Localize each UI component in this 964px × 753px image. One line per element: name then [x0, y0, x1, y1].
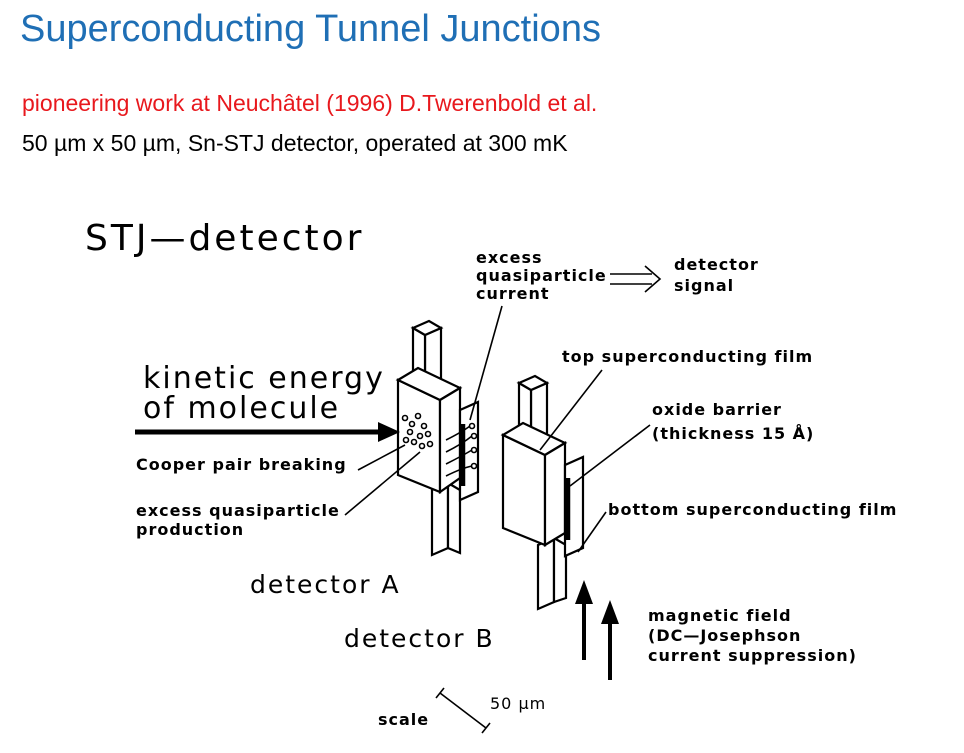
label-excess-production-1: excess quasiparticle: [136, 501, 340, 520]
detector-b-shape: [500, 374, 585, 611]
label-excess-current-1: excess: [476, 248, 543, 267]
kinetic-arrow-head: [378, 422, 400, 442]
label-excess-current-2: quasiparticle: [476, 266, 607, 285]
label-scale-value: 50 µm: [490, 694, 546, 713]
label-excess-current-3: current: [476, 284, 550, 303]
label-detector-signal-1: detector: [674, 255, 759, 274]
signal-double-arrow: [610, 265, 662, 293]
label-excess-production-2: production: [136, 520, 244, 539]
label-oxide-barrier: oxide barrier: [652, 400, 782, 419]
label-magnetic-field-3: current suppression): [648, 646, 857, 665]
label-oxide-thickness: (thickness 15 Å): [652, 424, 814, 443]
label-magnetic-field-1: magnetic field: [648, 606, 792, 625]
label-scale: scale: [378, 710, 429, 729]
detector-a-shape: [395, 319, 480, 557]
diagram-heading: STJ—detector: [85, 218, 364, 259]
label-detector-b: detector B: [344, 624, 495, 653]
label-magnetic-field-2: (DC—Josephson: [648, 626, 801, 645]
subtitle-pioneering-work: pioneering work at Neuchâtel (1996) D.Tw…: [22, 90, 598, 116]
label-of-molecule: of molecule: [143, 391, 340, 426]
label-cooper-pair-breaking: Cooper pair breaking: [136, 455, 347, 474]
slide-title: Superconducting Tunnel Junctions: [20, 8, 601, 50]
label-bottom-film: bottom superconducting film: [608, 500, 897, 519]
label-top-film: top superconducting film: [562, 347, 813, 366]
scale-bar: [439, 692, 487, 729]
label-kinetic-energy: kinetic energy: [143, 361, 385, 396]
label-detector-signal-2: signal: [674, 276, 734, 295]
label-detector-a: detector A: [250, 570, 401, 599]
subtitle-detector-specs: 50 µm x 50 µm, Sn-STJ detector, operated…: [22, 130, 568, 156]
magnetic-field-arrows: [575, 580, 619, 680]
